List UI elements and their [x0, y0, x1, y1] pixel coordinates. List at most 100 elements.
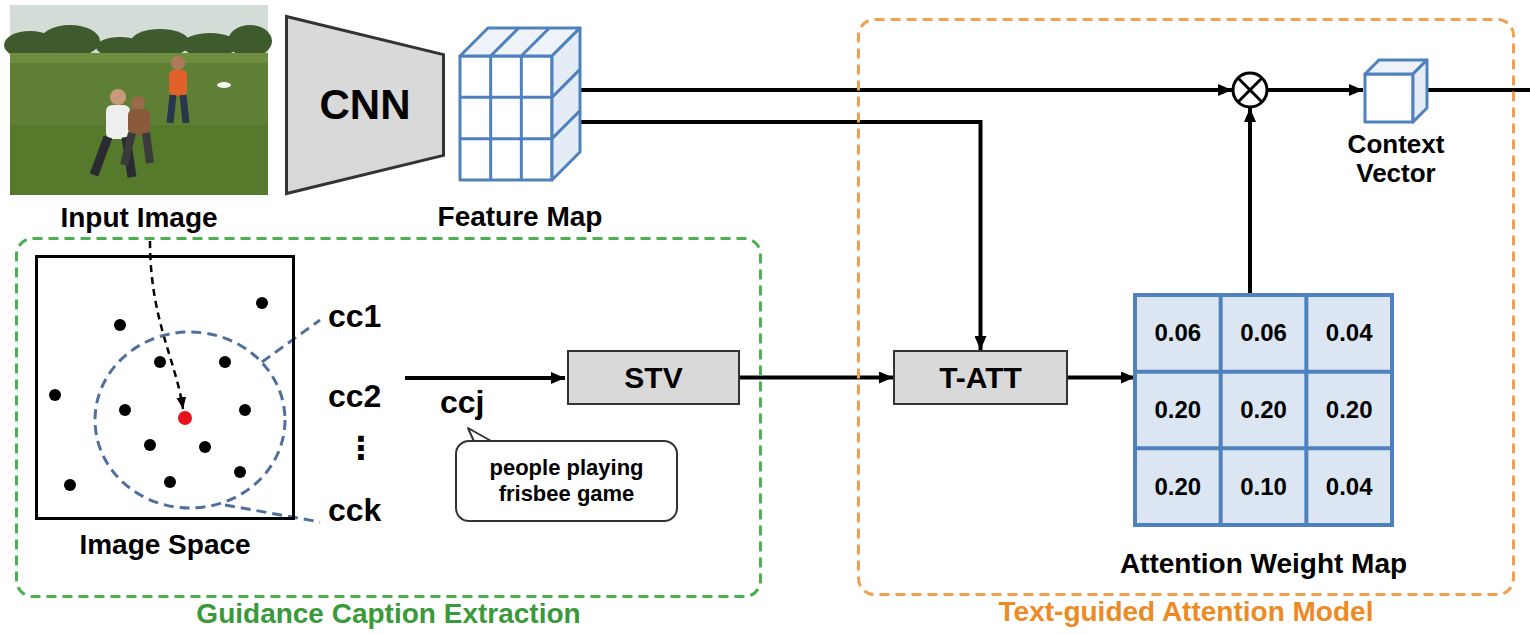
context-vector-figure	[1365, 60, 1427, 122]
cube-grid-line	[491, 28, 519, 56]
grid-line	[1135, 446, 1392, 450]
point	[144, 439, 156, 451]
attention-model-group: Text-guided Attention ModelContext Vecto…	[857, 18, 1515, 596]
photo-tree	[40, 25, 100, 57]
caption-extraction-group: Guidance Caption ExtractionImage SpaceST…	[15, 237, 762, 598]
point	[199, 441, 211, 453]
cube-grid-line	[460, 137, 552, 140]
callout-label: ⋮	[345, 430, 377, 466]
output-line	[1428, 88, 1530, 92]
point	[154, 356, 166, 368]
point	[239, 404, 251, 416]
caption-arrow	[405, 376, 565, 380]
cube-grid-line	[552, 111, 580, 139]
multiply-cross	[1238, 78, 1262, 102]
cube-side	[552, 28, 580, 180]
photo-person	[110, 89, 126, 105]
image-space-square	[37, 257, 294, 519]
photo-frisbee	[217, 82, 231, 88]
figure-label: Attention Weight Map	[1120, 549, 1407, 580]
dashed-border	[17, 239, 761, 597]
box-label: CNN	[312, 80, 419, 130]
callout-label: cc2	[328, 378, 381, 414]
input-image: Input Image	[10, 5, 268, 195]
image-space: Image Space	[35, 255, 295, 520]
weight-value: 0.20	[1306, 372, 1392, 449]
connector-arrow	[580, 122, 981, 350]
cube-side	[1413, 60, 1427, 122]
connector-arrow	[1068, 376, 1135, 380]
point	[234, 466, 246, 478]
cube-grid-line	[552, 69, 580, 97]
photo-person	[170, 95, 186, 123]
point	[219, 356, 231, 368]
weight-value: 0.10	[1221, 448, 1307, 525]
query-point	[178, 411, 192, 425]
weight-grid	[1135, 295, 1392, 525]
multiply-symbol	[1233, 73, 1267, 107]
neighbourhood-ellipse	[95, 332, 285, 508]
cube-front	[460, 56, 552, 180]
callout-label: cck	[328, 492, 381, 528]
box-label: STV	[616, 360, 690, 396]
cube-grid-line	[521, 28, 549, 56]
input-image-figure	[10, 5, 268, 195]
photo-tree	[228, 25, 272, 57]
weight-line	[1248, 108, 1252, 293]
photo-person	[131, 96, 145, 110]
photo-person	[128, 109, 150, 135]
cnn-trapezoid	[287, 17, 444, 194]
figure-label: Input Image	[60, 203, 217, 234]
feature-line	[580, 88, 1232, 92]
photo-grass	[10, 125, 268, 195]
figure-label: Context Vector	[1326, 130, 1466, 187]
group-title: Guidance Caption Extraction	[196, 599, 580, 630]
context-line	[1267, 88, 1363, 92]
point	[49, 389, 61, 401]
point	[119, 404, 131, 416]
point	[256, 297, 268, 309]
cnn-block: CNN	[285, 15, 445, 195]
weight-value: 0.20	[1135, 372, 1221, 449]
group-title: Text-guided Attention Model	[999, 597, 1374, 628]
feature-map: Feature Map	[460, 28, 580, 180]
dashed-pointer	[150, 241, 183, 409]
point	[164, 476, 176, 488]
weight-value: 0.20	[1135, 448, 1221, 525]
leader-line	[262, 320, 320, 362]
grid-line	[1135, 370, 1392, 374]
cube-front	[1365, 74, 1413, 122]
figure-label: Image Space	[79, 530, 250, 561]
box-label: people playing frisbee game	[457, 455, 676, 508]
weight-value: 0.04	[1306, 295, 1392, 372]
multiply-cross	[1238, 78, 1262, 102]
point-cloud	[49, 297, 268, 491]
cube-grid-line	[520, 56, 523, 180]
caption-callout: people playing frisbee game	[455, 440, 678, 522]
weight-value: 0.06	[1221, 295, 1307, 372]
photo-person	[169, 70, 187, 96]
weight-value: 0.06	[1135, 295, 1221, 372]
cube-grid-line	[460, 96, 552, 99]
weight-cells: 0.060.060.040.200.200.200.200.100.04	[1135, 295, 1392, 525]
photo-grass	[10, 53, 268, 63]
cube-grid-line	[489, 56, 492, 180]
weight-value: 0.20	[1221, 372, 1307, 449]
dashed-border	[859, 20, 1514, 595]
image-space-figure	[35, 255, 295, 520]
connector-arrow	[740, 376, 893, 380]
box-label: T-ATT	[931, 360, 1030, 396]
weight-value: 0.04	[1306, 448, 1392, 525]
process-box: T-ATT	[893, 350, 1068, 405]
figure-label: Feature Map	[438, 202, 603, 233]
process-box: STV	[567, 350, 740, 405]
photo-field	[10, 5, 268, 195]
point	[64, 479, 76, 491]
grid-line	[1219, 295, 1223, 525]
point	[114, 319, 126, 331]
photo-tree	[130, 29, 190, 57]
grid-line	[1304, 295, 1308, 525]
feature-map-figure	[460, 28, 580, 180]
photo-person	[124, 133, 150, 165]
